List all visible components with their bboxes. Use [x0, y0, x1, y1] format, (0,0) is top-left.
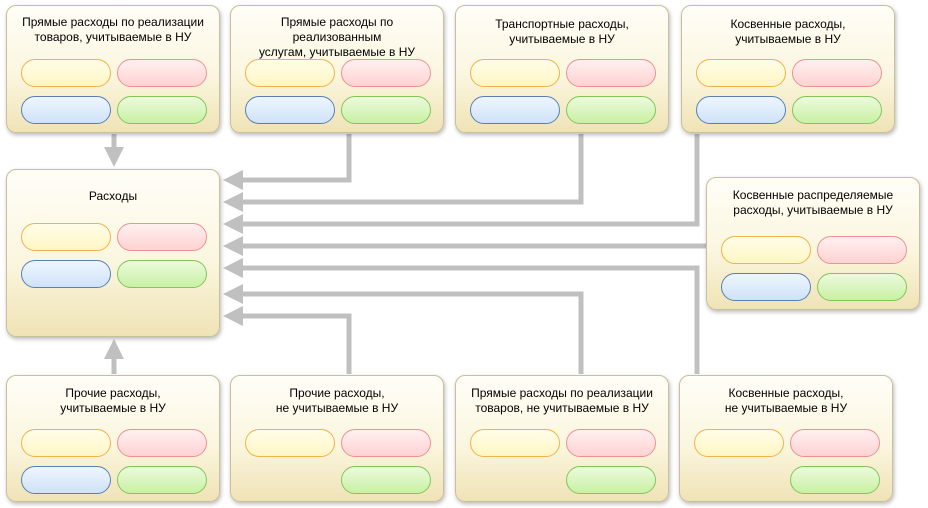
- pill-yellow: [21, 59, 111, 87]
- card-direct-goods-nu: Прямые расходы по реализации товаров, уч…: [6, 5, 220, 133]
- pill-blue: [721, 273, 811, 301]
- pill-yellow: [470, 429, 560, 457]
- card-indirect-distributed-nu: Косвенные распределяемые расходы, учитыв…: [706, 177, 920, 310]
- card-direct-services-nu: Прямые расходы по реализованным услугам,…: [230, 5, 444, 133]
- card-title: Прямые расходы по реализованным услугам,…: [258, 15, 416, 59]
- pill-green: [341, 96, 431, 124]
- pill-green: [117, 96, 207, 124]
- pill-yellow: [21, 223, 111, 251]
- card-title: Транспортные расходы, учитываемые в НУ: [495, 17, 629, 46]
- pill-green: [566, 466, 656, 494]
- pill-red: [117, 223, 207, 251]
- arrow-indirect-not-nu: [223, 258, 700, 374]
- pill-red: [341, 59, 431, 87]
- pill-blue: [21, 260, 111, 288]
- pill-red: [817, 236, 907, 264]
- pill-green: [117, 466, 207, 494]
- pill-green: [790, 466, 880, 494]
- pill-red: [792, 59, 882, 87]
- arrow-transport-nu: [223, 134, 584, 212]
- pill-yellow: [21, 429, 111, 457]
- pill-red: [117, 429, 207, 457]
- pill-yellow: [470, 59, 560, 87]
- card-expenses: Расходы: [6, 169, 220, 337]
- pill-blue: [245, 96, 335, 124]
- pill-red: [566, 59, 656, 87]
- pill-blue: [696, 96, 786, 124]
- arrow-other-not-nu: [223, 306, 352, 374]
- pill-green: [117, 260, 207, 288]
- pill-blue: [21, 96, 111, 124]
- pill-red: [790, 429, 880, 457]
- pill-red: [117, 59, 207, 87]
- arrow-direct-goods-not-nu: [223, 284, 584, 374]
- pill-red: [341, 429, 431, 457]
- card-indirect-not-nu: Косвенные расходы, не учитываемые в НУ: [679, 375, 893, 502]
- card-title: Прочие расходы, не учитываемые в НУ: [275, 386, 399, 415]
- pill-blue: [21, 466, 111, 494]
- card-title: Косвенные расходы, не учитываемые в НУ: [724, 386, 848, 415]
- pill-green: [341, 466, 431, 494]
- card-title: Прямые расходы по реализации товаров, не…: [471, 386, 653, 415]
- card-indirect-nu: Косвенные расходы, учитываемые в НУ: [681, 5, 895, 133]
- pill-yellow: [694, 429, 784, 457]
- card-title: Косвенные распределяемые расходы, учитыв…: [732, 188, 894, 217]
- pill-yellow: [245, 59, 335, 87]
- card-other-nu: Прочие расходы, учитываемые в НУ: [6, 375, 220, 502]
- card-direct-goods-not-nu: Прямые расходы по реализации товаров, не…: [455, 375, 669, 502]
- card-title: Прямые расходы по реализации товаров, уч…: [22, 15, 204, 44]
- card-transport-nu: Транспортные расходы, учитываемые в НУ: [455, 5, 669, 133]
- pill-yellow: [721, 236, 811, 264]
- card-title: Косвенные расходы, учитываемые в НУ: [730, 17, 846, 46]
- pill-green: [817, 273, 907, 301]
- pill-yellow: [696, 59, 786, 87]
- card-title: Прочие расходы, учитываемые в НУ: [60, 386, 166, 415]
- pill-yellow: [245, 429, 335, 457]
- arrow-direct-services-nu: [223, 134, 352, 190]
- card-title: Расходы: [88, 189, 138, 203]
- pill-green: [566, 96, 656, 124]
- card-other-not-nu: Прочие расходы, не учитываемые в НУ: [230, 375, 444, 502]
- pill-blue: [470, 96, 560, 124]
- pill-green: [792, 96, 882, 124]
- arrow-indirect-nu: [223, 134, 700, 234]
- pill-red: [566, 429, 656, 457]
